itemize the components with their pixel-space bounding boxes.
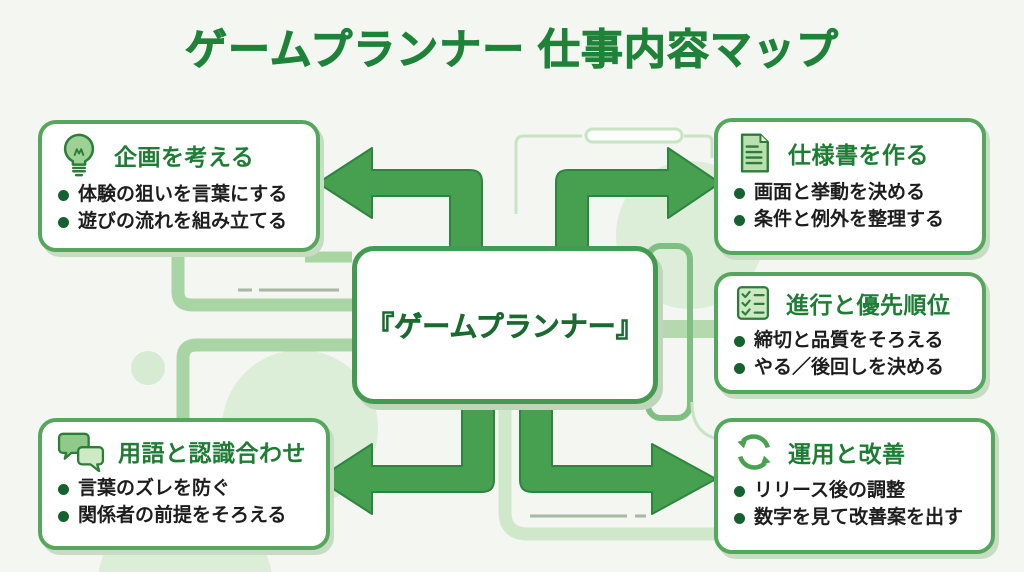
- speech-bubbles-icon: [57, 432, 105, 472]
- card-terms-bullets: 言葉のズレを防ぐ 関係者の前提をそろえる: [58, 476, 312, 530]
- card-priority-bullets: 締切と品質をそろえる やる／後回しを決める: [734, 328, 968, 382]
- deco-ladder: [176, 338, 352, 418]
- bullet-item: リリース後の調整: [734, 478, 977, 505]
- arrow-to-ops: [519, 401, 717, 515]
- bullet-text: 条件と例外を整理する: [754, 208, 945, 230]
- card-priority-title: 進行と優先順位: [786, 292, 951, 318]
- arrow-to-plan: [317, 147, 483, 251]
- deco-ladder: [171, 252, 352, 312]
- deco-wire: [514, 134, 582, 214]
- bullet-text: 関係者の前提をそろえる: [78, 504, 287, 526]
- card-plan-bullets: 体験の狙いを言葉にする 遊びの流れを組み立てる: [58, 182, 302, 236]
- bullet-text: 言葉のズレを防ぐ: [78, 478, 231, 499]
- bullet-dot-icon: [734, 512, 745, 524]
- card-plan-header: 企画を考える: [56, 132, 302, 178]
- card-spec: 仕様書を作る 画面と挙動を決める 条件と例外を整理する: [714, 118, 986, 255]
- lightbulb-icon: [63, 133, 95, 177]
- bullet-dot-icon: [734, 485, 745, 497]
- bullet-item: 体験の狙いを言葉にする: [58, 182, 302, 209]
- bullet-item: 数字を見て改善案を出す: [734, 505, 977, 532]
- bullet-dot-icon: [58, 189, 69, 201]
- bullet-dot-icon: [734, 362, 745, 374]
- center-priority-connector: [652, 320, 715, 338]
- bullet-item: 関係者の前提をそろえる: [58, 503, 312, 530]
- bullet-text: 締切と品質をそろえる: [754, 330, 944, 351]
- card-priority: 進行と優先順位 締切と品質をそろえる やる／後回しを決める: [714, 272, 986, 394]
- bullet-item: 言葉のズレを防ぐ: [58, 476, 312, 503]
- card-ops: 運用と改善 リリース後の調整 数字を見て改善案を出す: [714, 418, 995, 554]
- bullet-text: やる／後回しを決める: [754, 356, 945, 378]
- bullet-item: 遊びの流れを組み立てる: [58, 209, 302, 236]
- deco-circle: [131, 351, 165, 385]
- bullet-dot-icon: [734, 214, 745, 226]
- bullet-dot-icon: [734, 335, 745, 347]
- card-spec-header: 仕様書を作る: [732, 130, 968, 176]
- bullet-text: 遊びの流れを組み立てる: [78, 210, 288, 232]
- bullet-text: 画面と挙動を決める: [754, 182, 926, 203]
- card-terms-title: 用語と認識合わせ: [118, 440, 306, 466]
- checklist-icon: [736, 286, 770, 320]
- card-ops-title: 運用と改善: [788, 441, 906, 467]
- bullet-text: 数字を見て改善案を出す: [754, 506, 964, 528]
- center-node-game-planner: 『ゲームプランナー』: [352, 246, 658, 404]
- refresh-cycle-icon: [737, 434, 771, 470]
- deco-capsule: [584, 127, 684, 144]
- bullet-text: リリース後の調整: [754, 480, 906, 501]
- bullet-item: やる／後回しを決める: [734, 355, 968, 382]
- deco-bottom-path: [498, 402, 820, 541]
- card-plan: 企画を考える 体験の狙いを言葉にする 遊びの流れを組み立てる: [38, 120, 320, 252]
- deco-wire: [684, 134, 714, 158]
- card-priority-header: 進行と優先順位: [732, 282, 968, 324]
- bullet-dot-icon: [734, 187, 745, 199]
- document-icon: [740, 133, 769, 173]
- bullet-dot-icon: [58, 216, 69, 228]
- card-ops-header: 運用と改善: [732, 430, 977, 474]
- card-ops-bullets: リリース後の調整 数字を見て改善案を出す: [734, 478, 977, 532]
- arrows: [317, 147, 721, 515]
- center-node-label: 『ゲームプランナー』: [366, 311, 644, 343]
- card-plan-title: 企画を考える: [114, 144, 255, 170]
- bullet-dot-icon: [58, 510, 69, 522]
- card-spec-bullets: 画面と挙動を決める 条件と例外を整理する: [734, 180, 968, 234]
- bullet-item: 締切と品質をそろえる: [734, 328, 968, 355]
- page-title: ゲームプランナー 仕事内容マップ: [185, 26, 839, 74]
- card-spec-title: 仕様書を作る: [788, 142, 929, 168]
- bullet-text: 体験の狙いを言葉にする: [78, 184, 288, 205]
- card-terms-header: 用語と認識合わせ: [56, 430, 312, 472]
- arrow-to-spec: [555, 147, 721, 251]
- bullet-item: 条件と例外を整理する: [734, 207, 968, 234]
- card-terms: 用語と認識合わせ 言葉のズレを防ぐ 関係者の前提をそろえる: [38, 418, 330, 550]
- bullet-dot-icon: [58, 483, 69, 495]
- bullet-item: 画面と挙動を決める: [734, 180, 968, 207]
- arrow-to-terms: [317, 401, 495, 515]
